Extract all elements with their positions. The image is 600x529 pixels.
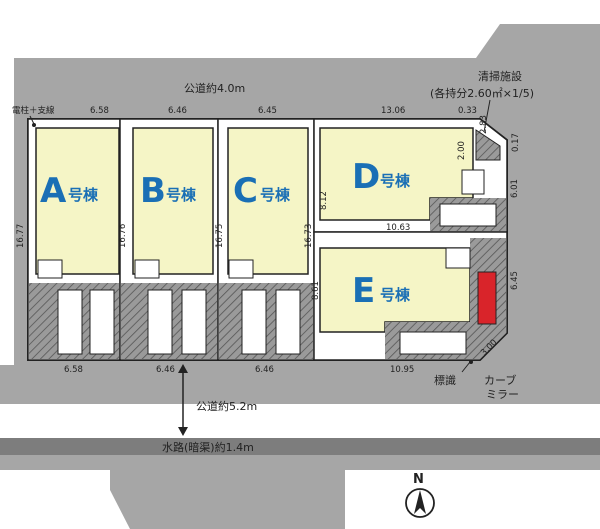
entry-step-c [228, 259, 254, 279]
hatched-parking-e [385, 238, 506, 359]
dim-corner-small: 0.17 [511, 133, 521, 152]
lot-c [217, 118, 315, 361]
arrow-head-up [178, 364, 188, 373]
lot-a-letter: A [40, 171, 67, 211]
dim-left-b: 16.76 [118, 224, 128, 248]
north-label: N [413, 472, 424, 487]
building-a [35, 127, 120, 275]
lot-d [313, 118, 508, 233]
parking-b-1 [147, 289, 173, 355]
entry-step-d [461, 169, 485, 195]
dim-top-d: 13.06 [381, 106, 405, 116]
dim-bottom-b: 6.46 [156, 365, 175, 375]
dim-small-d: 2.00 [457, 141, 467, 160]
north-arrow: N [405, 472, 435, 518]
lot-d-letter: D [352, 157, 380, 197]
lot-c-suffix: 号棟 [260, 186, 291, 204]
cleaning-facility-share: (各持分2.60㎡×1/5) [430, 86, 534, 100]
entry-step-e [445, 247, 471, 269]
parking-b-2 [181, 289, 207, 355]
sign-label: 標識 [434, 373, 456, 387]
curve-mirror-label: カーブ [484, 373, 516, 387]
dim-bottom-e: 10.95 [390, 365, 414, 375]
lot-b [119, 118, 219, 361]
dim-left-d: 8.12 [319, 191, 329, 210]
utility-pole-leader [29, 115, 35, 125]
waterway-label: 水路(暗渠)約1.4m [162, 440, 254, 454]
parking-a-2 [89, 289, 115, 355]
road-bottom-label: 公道約5.2m [196, 399, 257, 413]
dim-top-b: 6.46 [168, 106, 187, 116]
parking-e-2 [399, 331, 467, 355]
dim-right-c: 16.73 [304, 224, 314, 248]
sign-leader [461, 361, 471, 373]
parking-a-1 [57, 289, 83, 355]
entry-step-a [37, 259, 63, 279]
dim-corner-diagonal: 2.83 [479, 115, 489, 134]
waterway-strip [0, 438, 600, 455]
utility-pole-label: 電柱＋支線 [12, 105, 55, 116]
sign-marker [469, 360, 473, 364]
dim-top-a: 6.58 [90, 106, 109, 116]
road-lower-extension [0, 455, 600, 490]
lot-a-suffix: 号棟 [68, 186, 99, 204]
dim-bottom-a: 6.58 [64, 365, 83, 375]
lot-c-letter: C [233, 171, 258, 211]
dim-top-c: 6.45 [258, 106, 277, 116]
lot-d-suffix: 号棟 [380, 172, 411, 190]
dim-right-e: 6.45 [510, 271, 520, 290]
cleaning-facility-area [475, 129, 501, 161]
cleaning-facility-leader [483, 99, 491, 133]
lot-e [313, 231, 508, 361]
road-bottom-notch [110, 490, 345, 529]
parking-c-1 [241, 289, 267, 355]
dim-left-c: 16.75 [215, 224, 225, 248]
dim-bottom-c: 6.46 [255, 365, 274, 375]
lot-b-suffix: 号棟 [166, 186, 197, 204]
north-arrow-icon [414, 490, 426, 514]
parking-c-2 [275, 289, 301, 355]
cleaning-facility-label: 清掃施設 [478, 69, 522, 83]
dim-inner-d: 10.63 [386, 223, 410, 233]
entry-step-b [134, 259, 160, 279]
dim-left-e: 8.61 [311, 281, 321, 300]
dim-left-a: 16.77 [16, 224, 26, 248]
building-c [227, 127, 309, 275]
lot-e-suffix: 号棟 [380, 286, 411, 304]
lot-a [27, 118, 121, 361]
road-top-label: 公道約4.0m [184, 81, 245, 95]
parking-e-red-car [477, 271, 497, 325]
lot-e-letter: E [352, 271, 375, 311]
arrow-head-down [178, 427, 188, 436]
curve-mirror-label-2: ミラー [486, 388, 519, 401]
dim-top-corner: 0.33 [458, 106, 477, 116]
parking-d [439, 203, 497, 227]
dim-right-d: 6.01 [510, 179, 520, 198]
building-b [132, 127, 214, 275]
lot-b-letter: B [140, 171, 166, 211]
utility-pole-marker [32, 123, 36, 127]
